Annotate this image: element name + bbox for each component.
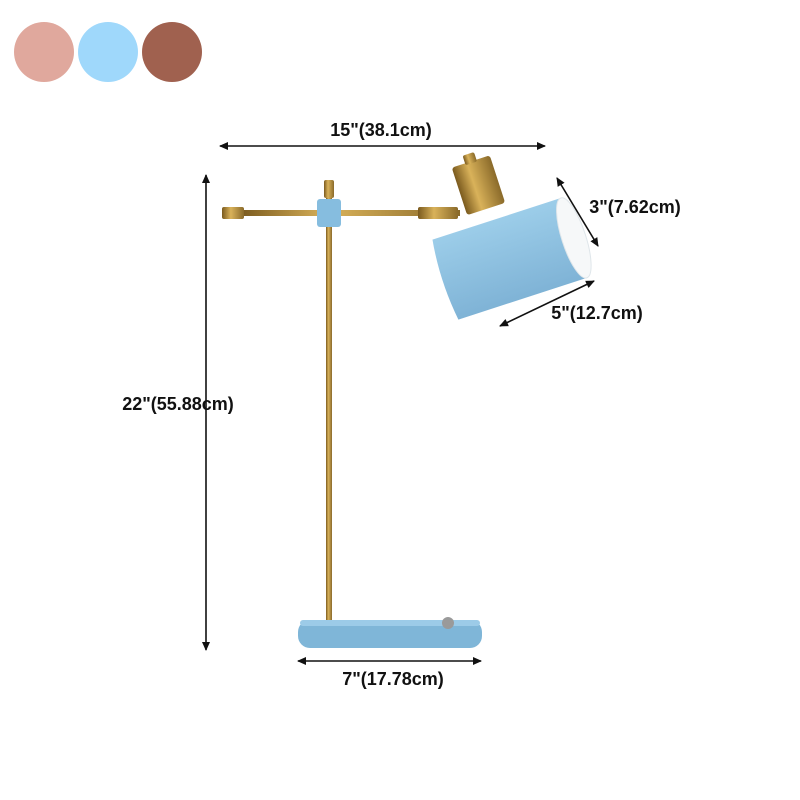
shade-height-label: 3"(7.62cm) [589,197,681,217]
shade-diameter-label: 5"(12.7cm) [551,303,643,323]
lamp-pole [326,190,332,622]
arm-joint [418,207,458,219]
lamp [222,152,592,648]
base-label: 7"(17.78cm) [342,669,444,689]
switch-knob [442,617,454,629]
color-swatch-brown[interactable] [142,22,202,82]
lamp-base [298,620,482,648]
shade-neck [452,156,505,215]
lamp-arm [240,210,460,216]
height-label: 22"(55.88cm) [122,394,234,414]
color-swatch-blue[interactable] [78,22,138,82]
pole-knob [324,180,334,198]
arm-end-cap [222,207,244,219]
arm-collar [317,199,341,227]
width-label: 15"(38.1cm) [330,120,432,140]
color-swatch-pink[interactable] [14,22,74,82]
